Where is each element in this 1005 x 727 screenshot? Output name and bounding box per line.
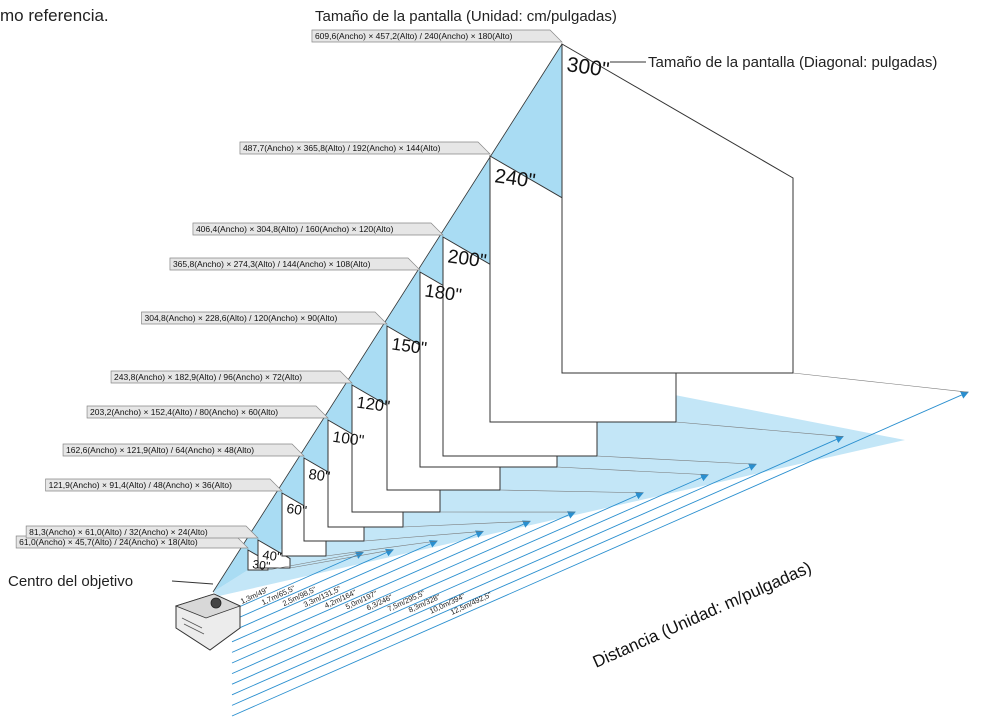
distance-axis-label: Distancia (Unidad: m/pulgadas) bbox=[590, 558, 814, 672]
size-label-tag-5 bbox=[110, 370, 353, 384]
distance-leader-7 bbox=[556, 466, 709, 476]
screen-size-label: 61,0(Ancho) × 45,7(Alto) / 24(Ancho) × 1… bbox=[19, 537, 198, 547]
screen-size-label: 304,8(Ancho) × 228,6(Alto) / 120(Ancho) … bbox=[145, 313, 338, 323]
distance-leader-6 bbox=[499, 489, 644, 494]
screen-diagonal-label: 40" bbox=[262, 547, 283, 565]
screen-size-label: 487,7(Ancho) × 365,8(Alto) / 192(Ancho) … bbox=[243, 143, 441, 153]
distance-arrow-4 bbox=[231, 520, 531, 653]
screen-size-label: 243,8(Ancho) × 182,9(Alto) / 96(Ancho) ×… bbox=[114, 372, 302, 382]
size-label-tag-6 bbox=[141, 311, 388, 325]
lens-center-label: Centro del objetivo bbox=[8, 573, 133, 590]
screen-diagonal-label: 30" bbox=[252, 557, 271, 573]
screen-size-label: 121,9(Ancho) × 91,4(Alto) / 48(Ancho) × … bbox=[49, 480, 232, 490]
floor-shadow bbox=[213, 373, 905, 596]
distance-leader-9 bbox=[675, 421, 844, 437]
intro-fragment: mo referencia. bbox=[0, 6, 109, 25]
distance-leader-10 bbox=[792, 372, 969, 393]
screen-diagonal-label: 60" bbox=[286, 501, 308, 519]
screen-size-label: 609,6(Ancho) × 457,2(Alto) / 240(Ancho) … bbox=[315, 31, 513, 41]
size-label-tag-10 bbox=[311, 29, 563, 43]
distance-leader-2 bbox=[325, 540, 438, 557]
screen-diagonal-label: 150" bbox=[390, 334, 428, 359]
distance-leader-0 bbox=[267, 552, 364, 571]
projector-lens bbox=[210, 597, 222, 609]
size-label-tag-7 bbox=[169, 257, 421, 271]
distance-leader-1 bbox=[289, 549, 394, 569]
size-label-tag-3 bbox=[62, 443, 305, 457]
screen-size-label: 81,3(Ancho) × 61,0(Alto) / 32(Ancho) × 2… bbox=[29, 527, 208, 537]
distance-arrow-5 bbox=[231, 511, 576, 664]
screen-size-label: 162,6(Ancho) × 121,9(Alto) / 64(Ancho) ×… bbox=[66, 445, 254, 455]
screen-diagonal-label: 120" bbox=[355, 394, 391, 416]
size-label-tag-2 bbox=[45, 478, 283, 492]
distance-arrow-10 bbox=[231, 391, 969, 717]
screen-size-label: 365,8(Ancho) × 274,3(Alto) / 144(Ancho) … bbox=[173, 259, 371, 269]
diagonal-title: Tamaño de la pantalla (Diagonal: pulgada… bbox=[648, 54, 937, 71]
beam-top-edge bbox=[212, 43, 563, 593]
projector-top bbox=[174, 593, 242, 619]
projector-vents bbox=[181, 617, 205, 635]
distance-arrow-2 bbox=[231, 540, 438, 632]
distance-arrow-0 bbox=[231, 551, 364, 611]
distance-leader-3 bbox=[363, 531, 484, 542]
screen-diagonal-label: 80" bbox=[307, 467, 331, 486]
screen-diagonal-label: 100" bbox=[331, 429, 365, 450]
distance-arrow-7 bbox=[231, 473, 709, 685]
distance-arrow-3 bbox=[231, 530, 484, 643]
screen-size-label: 406,4(Ancho) × 304,8(Alto) / 160(Ancho) … bbox=[196, 224, 394, 234]
projector-icon bbox=[174, 593, 242, 651]
screen-size-label: 203,2(Ancho) × 152,4(Alto) / 80(Ancho) ×… bbox=[90, 407, 278, 417]
distance-arrow-6 bbox=[231, 491, 644, 675]
size-label-tag-4 bbox=[86, 405, 329, 419]
screen-size-title: Tamaño de la pantalla (Unidad: cm/pulgad… bbox=[315, 8, 617, 25]
distance-arrow-8 bbox=[231, 463, 757, 696]
screen-10 bbox=[561, 43, 794, 374]
distance-leader-4 bbox=[402, 520, 531, 528]
distance-arrow-1 bbox=[231, 548, 394, 622]
size-label-tag-8 bbox=[192, 222, 444, 236]
screen-diagonal-label: 180" bbox=[423, 279, 463, 305]
distance-arrow-9 bbox=[231, 435, 844, 706]
size-label-tag-9 bbox=[239, 141, 491, 155]
lens-center-leader bbox=[171, 580, 214, 585]
size-label-tag-1 bbox=[25, 525, 259, 539]
distance-leader-8 bbox=[596, 455, 757, 465]
